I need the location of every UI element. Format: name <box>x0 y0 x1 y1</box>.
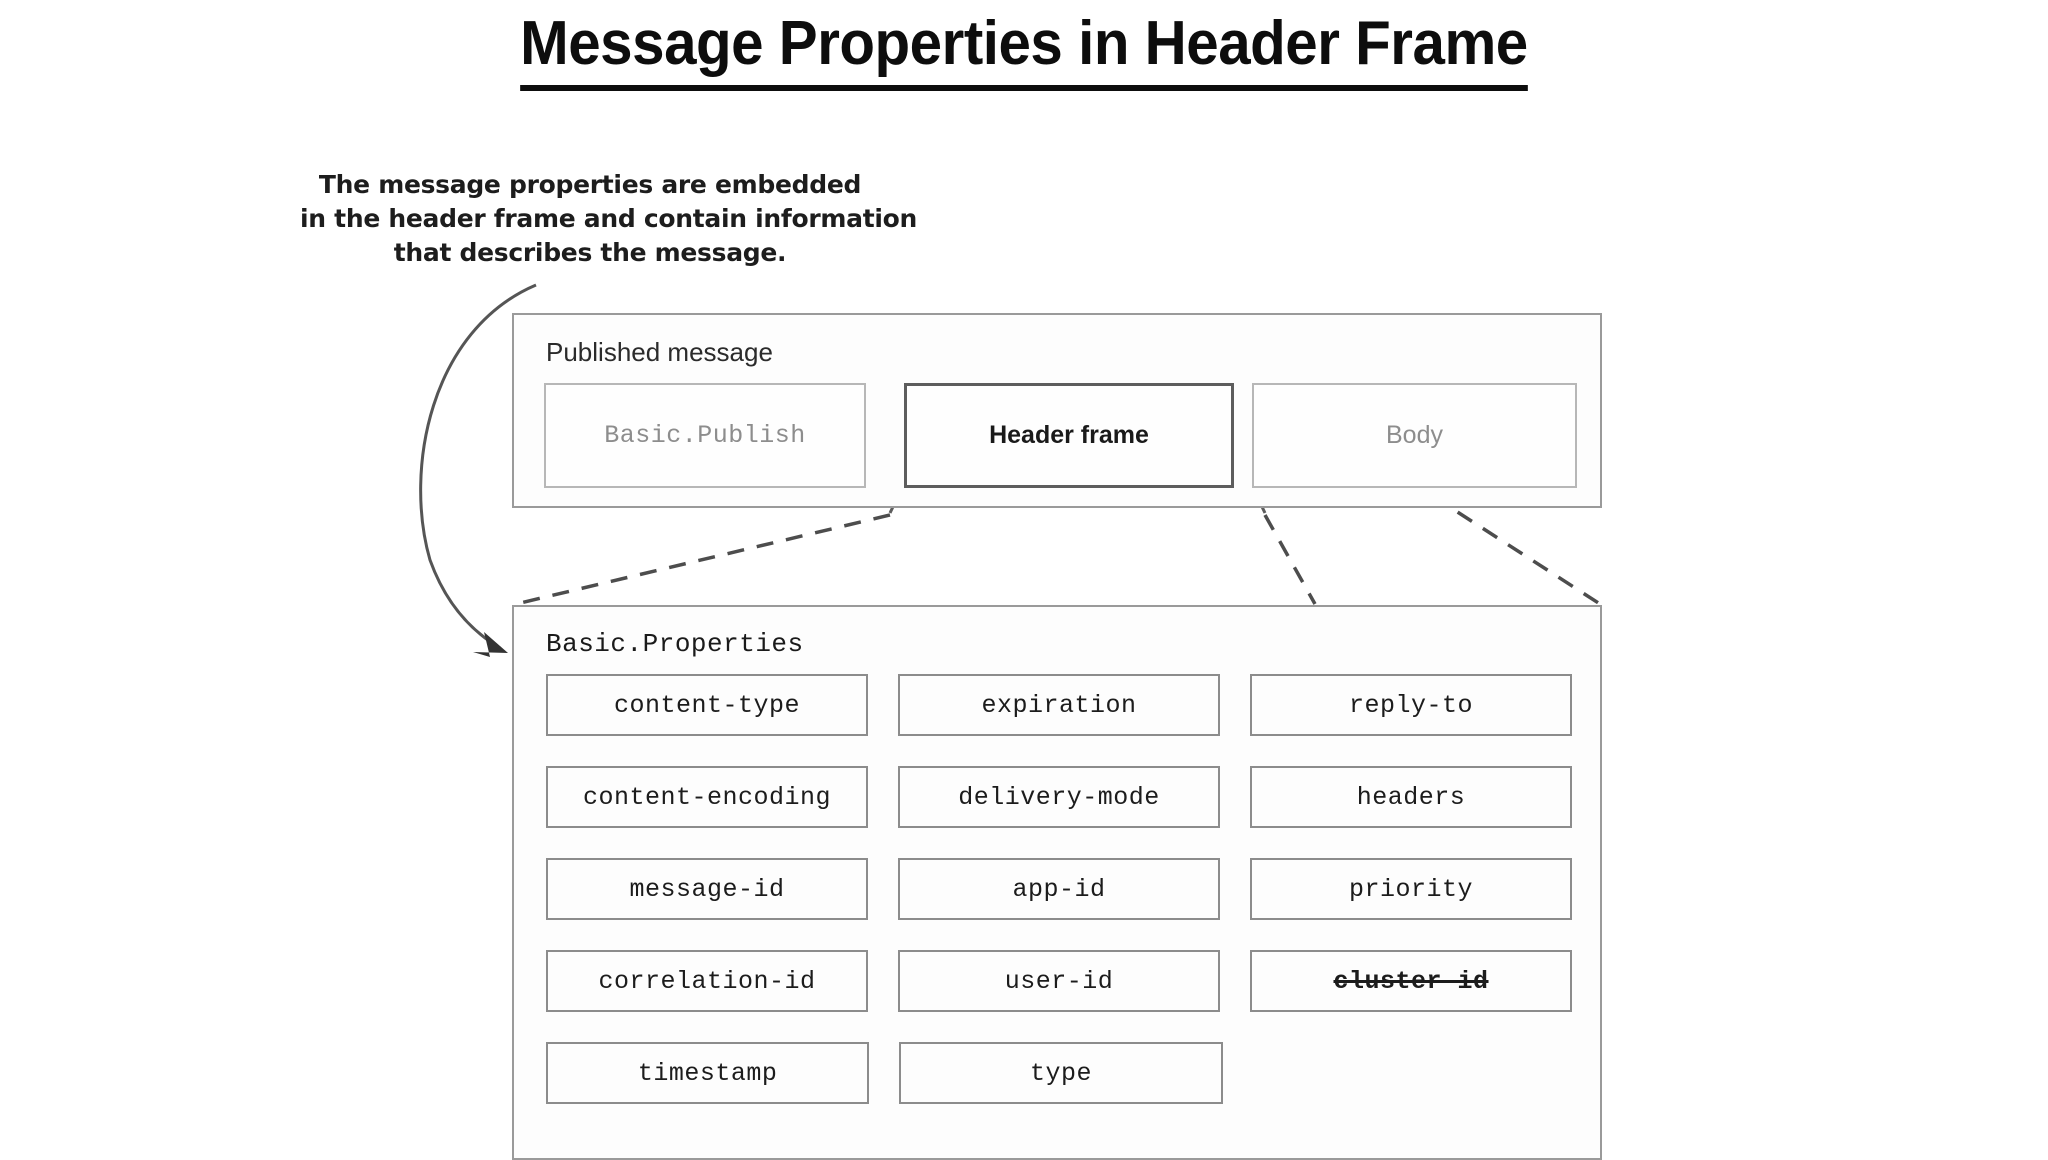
caption-line-2: in the header frame and contain informat… <box>300 204 917 233</box>
frame-box-body[interactable]: Body <box>1252 383 1577 488</box>
property-label: user-id <box>1004 966 1114 996</box>
property-cell-headers[interactable]: headers <box>1250 766 1572 828</box>
property-row: correlation-id user-id cluster-id <box>546 950 1572 1012</box>
property-label: app-id <box>1012 874 1106 904</box>
property-cell-content-type[interactable]: content-type <box>546 674 868 736</box>
property-cell-delivery-mode[interactable]: delivery-mode <box>898 766 1220 828</box>
basic-properties-label: Basic.Properties <box>546 629 804 659</box>
property-cell-cluster-id-deprecated[interactable]: cluster-id <box>1250 950 1572 1012</box>
property-label: content-type <box>613 690 801 720</box>
property-cell-placeholder <box>1253 1042 1572 1104</box>
property-row: message-id app-id priority <box>546 858 1572 920</box>
property-cell-timestamp[interactable]: timestamp <box>546 1042 870 1104</box>
property-cell-app-id[interactable]: app-id <box>898 858 1220 920</box>
property-cell-type[interactable]: type <box>899 1042 1223 1104</box>
property-cell-expiration[interactable]: expiration <box>898 674 1220 736</box>
property-label: type <box>1029 1058 1092 1088</box>
frame-box-header-frame-label: Header frame <box>989 421 1149 449</box>
frame-box-body-label: Body <box>1386 421 1443 449</box>
property-row: timestamp type <box>546 1042 1572 1104</box>
property-label: delivery-mode <box>958 782 1160 812</box>
property-label: reply-to <box>1348 690 1474 720</box>
basic-properties-panel: Basic.Properties content-type expiration… <box>512 605 1602 1160</box>
property-cell-message-id[interactable]: message-id <box>546 858 868 920</box>
property-label: correlation-id <box>598 966 816 996</box>
property-label: message-id <box>629 874 785 904</box>
property-label: timestamp <box>637 1058 778 1088</box>
page-title: Message Properties in Header Frame <box>0 8 2048 91</box>
property-row: content-encoding delivery-mode headers <box>546 766 1572 828</box>
property-cell-user-id[interactable]: user-id <box>898 950 1220 1012</box>
property-label: priority <box>1348 874 1474 904</box>
property-grid: content-type expiration reply-to content… <box>546 674 1572 1134</box>
property-cell-content-encoding[interactable]: content-encoding <box>546 766 868 828</box>
callout-caption: The message properties are embedded in t… <box>300 168 917 270</box>
property-label: content-encoding <box>582 782 832 812</box>
frame-box-basic-publish[interactable]: Basic.Publish <box>544 383 866 488</box>
property-row: content-type expiration reply-to <box>546 674 1572 736</box>
page-title-text: Message Properties in Header Frame <box>520 8 1528 91</box>
property-label: expiration <box>981 690 1137 720</box>
published-message-panel: Published message Basic.Publish Header f… <box>512 313 1602 508</box>
published-message-label: Published message <box>546 337 773 367</box>
frame-box-header-frame[interactable]: Header frame <box>904 383 1234 488</box>
caption-line-3: that describes the message. <box>393 238 787 267</box>
property-label-struck: cluster-id <box>1333 966 1489 996</box>
property-cell-correlation-id[interactable]: correlation-id <box>546 950 868 1012</box>
caption-line-1: The message properties are embedded <box>318 170 862 199</box>
frame-box-basic-publish-label: Basic.Publish <box>604 421 806 450</box>
property-cell-reply-to[interactable]: reply-to <box>1250 674 1572 736</box>
property-cell-priority[interactable]: priority <box>1250 858 1572 920</box>
property-label: headers <box>1356 782 1466 812</box>
